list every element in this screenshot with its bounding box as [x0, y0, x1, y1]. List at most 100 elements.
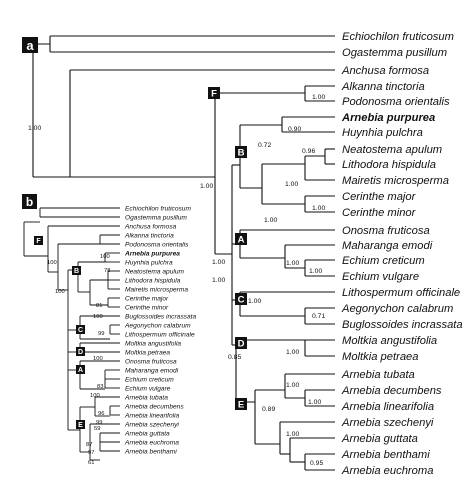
support-a-mairetis: 1.00: [285, 181, 298, 188]
panel-b-box: [22, 194, 37, 209]
clade-b-a-box: [76, 365, 85, 374]
support-a-arnebia: 0.90: [288, 126, 301, 133]
clade-b-c-box: [76, 325, 85, 334]
tip-moltkia-angustifolia-b: Moltkia angustifolia: [125, 340, 181, 347]
tip-arnebia-szechenyi-b: Arnebia szechenyi: [124, 421, 179, 428]
support-b-guttata-group: 87: [86, 442, 92, 448]
support-b-euchroma: 61: [88, 460, 94, 466]
tip-moltkia-petraea-a: Moltkia petraea: [342, 351, 419, 363]
tip-arnebia-szechenyi-a: Arnebia szechenyi: [341, 417, 434, 429]
support-a-echium: 1.00: [286, 260, 299, 267]
support-b-b-lower: 100: [93, 314, 103, 320]
tip-arnebia-euchroma-a: Arnebia euchroma: [341, 465, 433, 477]
clade-a-f: F: [211, 88, 217, 99]
tip-echium-vulgare-b: Echium vulgare: [125, 385, 171, 392]
tip-arnebia-linearifolia-a: Arnebia linearifolia: [341, 401, 434, 413]
tip-maharanga-emodi-a: Maharanga emodi: [342, 240, 433, 252]
panel-a-label: a: [26, 38, 34, 53]
clade-a-b: B: [238, 147, 245, 158]
tip-aegonychon-calabrum-b: Aegonychon calabrum: [124, 322, 191, 329]
tip-huynhia-pulchra-b: Huynhia pulchra: [125, 259, 173, 266]
panel-a-box: [22, 37, 38, 53]
clade-b-b: B: [74, 268, 79, 275]
tip-aegonychon-calabrum-a: Aegonychon calabrum: [341, 303, 453, 315]
support-b-root: 100: [47, 260, 57, 266]
tip-echium-vulgare-a: Echium vulgare: [342, 271, 419, 283]
tip-huynhia-pulchra-a: Huynhia pulchra: [342, 127, 423, 139]
tip-cerinthe-major-a: Cerinthe major: [342, 191, 417, 203]
support-a-neatostema: 0.96: [302, 148, 315, 155]
clade-a-a-box: [235, 233, 247, 245]
support-b-decumbens: 96: [98, 411, 104, 417]
clade-b-f-box: [34, 236, 43, 245]
tip-maharanga-emodi-b: Maharanga emodi: [125, 367, 179, 374]
clade-b-a: A: [78, 367, 83, 374]
tip-onosma-fruticosa-b: Onosma fruticosa: [125, 358, 177, 365]
support-b-tubata: 99: [96, 420, 102, 426]
tip-arnebia-euchroma-b: Arnebia euchroma: [124, 439, 179, 446]
support-b-echium: 83: [97, 384, 103, 390]
support-b-d: 100: [93, 356, 103, 362]
support-b-arnebia: 78: [104, 268, 110, 274]
support-a-a: 1.00: [212, 259, 225, 266]
tip-arnebia-purpurea-b: Arnebia purpurea: [124, 250, 180, 257]
support-b-alkanna: 100: [100, 254, 110, 260]
tip-alkanna-tinctoria-a: Alkanna tinctoria: [341, 81, 425, 93]
clade-a-e: E: [238, 399, 244, 410]
tip-arnebia-benthami-a: Arnebia benthami: [341, 449, 430, 461]
support-a-e: 0.89: [262, 406, 275, 413]
tip-ogastemma-pusillum-b: Ogastemma pusillum: [125, 214, 187, 221]
tip-anchusa-formosa-b: Anchusa formosa: [124, 223, 177, 230]
clade-a-b-box: [235, 146, 247, 158]
support-b-guttata: 97: [88, 450, 94, 456]
tip-alkanna-tinctoria-b: Alkanna tinctoria: [124, 232, 174, 239]
support-a-benthami: 0.95: [310, 460, 323, 467]
support-a-d: 1.00: [286, 349, 299, 356]
clade-a-e-box: [235, 398, 247, 410]
tip-onosma-fruticosa-a: Onosma fruticosa: [342, 225, 430, 237]
tip-anchusa-formosa-a: Anchusa formosa: [341, 65, 429, 77]
tip-arnebia-benthami-b: Arnebia benthami: [124, 448, 177, 455]
tip-cerinthe-minor-b: Cerinthe minor: [125, 304, 169, 311]
tip-podonosma-orientalis-b: Podonosma orientalis: [125, 241, 189, 248]
clade-b-c: C: [78, 327, 83, 334]
support-a-alkanna: 1.00: [312, 94, 325, 101]
support-a-root: 1.00: [28, 125, 41, 132]
tip-lithodora-hispidula-b: Lithodora hispidula: [125, 277, 181, 284]
support-a-anchusa: 1.00: [200, 183, 213, 190]
tip-buglossoides-incrassata-a: Buglossoides incrassata: [342, 319, 463, 331]
clade-b-e: E: [78, 422, 83, 429]
clade-a-d: D: [238, 338, 245, 349]
tip-arnebia-guttata-a: Arnebia guttata: [341, 433, 418, 445]
support-b-cerinthe: 81: [96, 303, 102, 309]
tip-arnebia-tubata-b: Arnebia tubata: [124, 394, 168, 401]
tip-arnebia-decumbens-b: Arnebia decumbens: [124, 403, 184, 410]
support-b-a: 100: [90, 393, 100, 399]
tip-cerinthe-major-b: Cerinthe major: [125, 295, 169, 302]
tip-neatostema-apulum-b: Neatostema apulum: [125, 268, 185, 275]
tip-neatostema-apulum-a: Neatostema apulum: [342, 144, 442, 156]
support-a-tubata: 1.00: [308, 399, 321, 406]
tip-moltkia-angustifolia-a: Moltkia angustifolia: [342, 335, 437, 347]
clade-b-f: F: [36, 238, 41, 245]
support-a-cerinthe: 1.00: [312, 205, 325, 212]
tip-arnebia-purpurea-a: Arnebia purpurea: [341, 112, 435, 124]
support-a-maharanga: 1.00: [309, 268, 322, 275]
tip-lithospermum-officinale-b: Lithospermum officinale: [125, 331, 195, 338]
tip-arnebia-linearifolia-b: Arnebia linearifolia: [124, 412, 180, 419]
support-a-c: 1.00: [248, 298, 261, 305]
support-a-guttata: 1.00: [286, 431, 299, 438]
panel-b-label: b: [26, 195, 33, 209]
clade-a-d-box: [235, 337, 247, 349]
support-a-core: 1.00: [212, 277, 225, 284]
tip-arnebia-tubata-a: Arnebia tubata: [341, 369, 415, 381]
support-a-decumbens: 1.00: [286, 382, 299, 389]
support-a-cde: 0.85: [228, 354, 241, 361]
clade-b-d: D: [78, 349, 83, 356]
support-b-core: 100: [55, 289, 65, 295]
clade-a-c-box: [235, 293, 247, 305]
support-b-e: 59: [94, 426, 100, 432]
tip-mairetis-microsperma-b: Mairetis microsperma: [125, 286, 188, 293]
